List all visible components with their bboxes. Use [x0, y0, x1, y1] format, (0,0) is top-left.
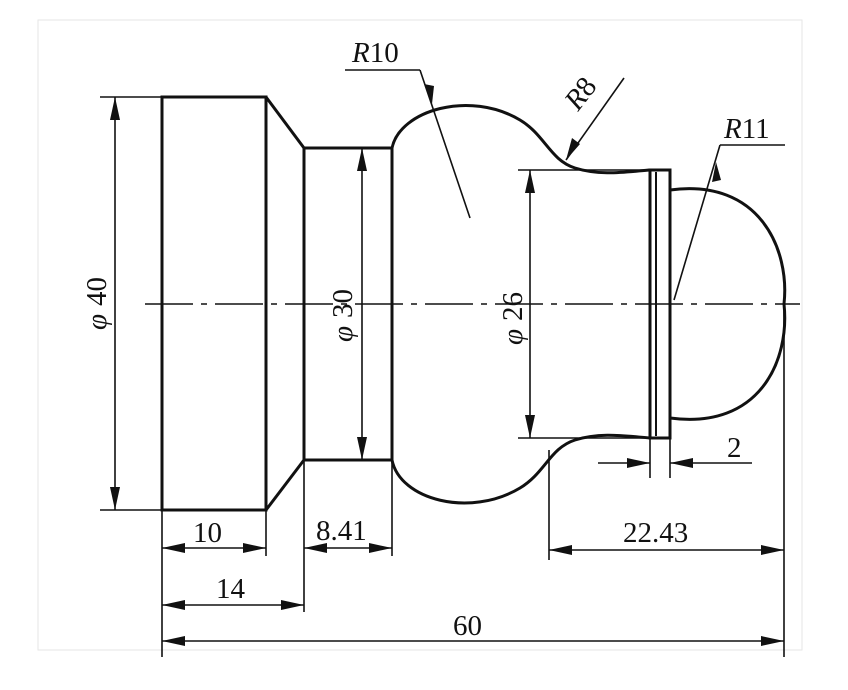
dim-length-14: 14	[162, 573, 304, 610]
svg-text:φ30: φ 30	[327, 289, 359, 342]
dim-diameter-30: φ 30	[327, 148, 367, 460]
dim-radius-r8: R8	[558, 71, 625, 161]
dim-diameter-26: φ 26	[497, 169, 650, 439]
svg-text:φ26: φ 26	[497, 292, 529, 345]
chamfer-bottom	[264, 459, 306, 511]
r10-prefix: R	[351, 37, 370, 69]
svg-text:φ40: φ 40	[81, 277, 113, 330]
bulb-bottom-curve	[390, 433, 651, 505]
phi-30-symbol: φ	[327, 326, 359, 342]
svg-text:R11: R11	[723, 113, 770, 145]
phi-26-symbol: φ	[497, 329, 529, 345]
len-10-label: 10	[193, 517, 222, 549]
svg-text:R8: R8	[558, 71, 604, 117]
r11-value: 11	[742, 113, 770, 145]
r11-prefix: R	[723, 113, 742, 145]
dim-length-22-43: 22.43	[549, 517, 784, 555]
r10-value: 10	[370, 37, 399, 69]
len-14-label: 14	[216, 573, 246, 605]
bulb-top-curve	[390, 104, 651, 175]
phi-26-value: 26	[497, 292, 529, 321]
chamfer-top	[264, 96, 306, 149]
flange	[648, 168, 672, 440]
phi-40-symbol: φ	[81, 314, 113, 330]
dim-radius-r11: R11	[673, 113, 785, 301]
dim-length-8-41: 8.41	[304, 515, 392, 553]
dim-diameter-40: φ 40	[81, 96, 162, 511]
dim-radius-r10: R10	[345, 37, 471, 219]
dim-length-60: 60	[162, 610, 784, 646]
phi-30-value: 30	[327, 289, 359, 318]
len-22-43-label: 22.43	[623, 517, 688, 549]
drawing-frame	[37, 19, 803, 651]
phi-40-value: 40	[81, 277, 113, 306]
len-60-label: 60	[453, 610, 482, 642]
len-8-41-label: 8.41	[316, 515, 367, 547]
extension-lines	[161, 304, 785, 657]
dim-length-10: 10	[162, 517, 266, 553]
dim-length-2: 2	[598, 432, 752, 468]
len-2-label: 2	[727, 432, 742, 464]
svg-text:R10: R10	[351, 37, 399, 69]
neck-30	[302, 146, 394, 462]
